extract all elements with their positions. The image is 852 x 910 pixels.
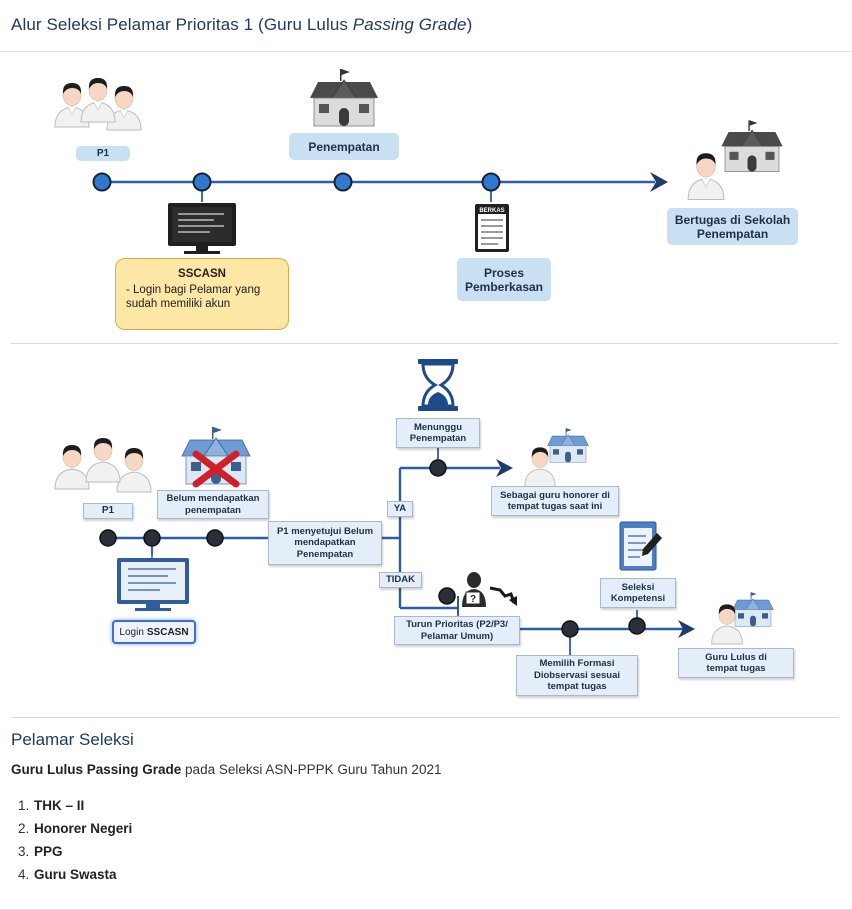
menunggu-label: Menunggu Penempatan bbox=[396, 418, 480, 448]
sscasn-text: - Login bagi Pelamar yang sudah memiliki… bbox=[126, 284, 261, 310]
subtitle-bold: Guru Lulus Passing Grade bbox=[11, 762, 182, 777]
subtitle-rest: pada Seleksi ASN-PPPK Guru Tahun 2021 bbox=[181, 762, 442, 777]
monitor-icon-2 bbox=[117, 558, 189, 611]
login-prefix: Login bbox=[119, 626, 144, 638]
list-label: THK – II bbox=[34, 798, 85, 813]
honorer-label: Sebagai guru honorer di tempat tugas saa… bbox=[491, 486, 619, 516]
teacher-school-icon bbox=[687, 119, 784, 201]
teacher-school-icon-3 bbox=[711, 591, 774, 645]
section-subtitle: Guru Lulus Passing Grade pada Seleksi AS… bbox=[11, 762, 441, 777]
memilih-formasi-label: Memilih Formasi Diobservasi sesuai tempa… bbox=[516, 655, 638, 696]
login-bold: SSCASN bbox=[146, 626, 189, 638]
belum-label: Belum mendapatkan penempatan bbox=[157, 490, 269, 519]
list-label: Guru Swasta bbox=[34, 867, 117, 882]
pelamar-list: 1. THK – II 2. Honorer Negeri 3. PPG 4. Guru… bbox=[18, 796, 132, 888]
title-suffix: ) bbox=[466, 15, 473, 34]
clipboard-pen-icon bbox=[619, 521, 662, 571]
penempatan-label: Penempatan bbox=[289, 133, 399, 160]
section-title: Pelamar Seleksi bbox=[11, 730, 134, 749]
list-label: Honorer Negeri bbox=[34, 821, 133, 836]
turun-prioritas-label: Turun Prioritas (P2/P3/ Pelamar Umum) bbox=[394, 616, 520, 645]
tidak-label: TIDAK bbox=[379, 572, 422, 588]
p1-label: P1 bbox=[76, 146, 130, 161]
list-label: PPG bbox=[34, 844, 63, 859]
divider-2 bbox=[11, 717, 839, 718]
guru-lulus-label: Guru Lulus di tempat tugas bbox=[678, 648, 794, 678]
list-number: 1. bbox=[18, 798, 30, 813]
diagram-2: ? bbox=[54, 359, 774, 655]
list-item: 4. Guru Swasta bbox=[18, 865, 132, 888]
p1-label-2: P1 bbox=[83, 503, 133, 519]
sscasn-title: SSCASN bbox=[178, 268, 226, 280]
list-item: 2. Honorer Negeri bbox=[18, 819, 132, 842]
title-emphasis: Passing Grade bbox=[352, 15, 467, 34]
people-group-icon bbox=[54, 77, 142, 131]
page-title: Alur Seleksi Pelamar Prioritas 1 (Guru L… bbox=[11, 15, 472, 35]
list-number: 3. bbox=[18, 844, 30, 859]
ya-label: YA bbox=[387, 501, 413, 517]
people-group-icon-2 bbox=[54, 437, 152, 493]
page-header: Alur Seleksi Pelamar Prioritas 1 (Guru L… bbox=[0, 0, 852, 52]
school-rejected-icon bbox=[181, 426, 251, 488]
list-item: 1. THK – II bbox=[18, 796, 132, 819]
proses-pemberkasan-label: Proses Pemberkasan bbox=[457, 258, 551, 301]
diagram-1: BERKAS bbox=[54, 68, 784, 254]
seleksi-kompetensi-label: Seleksi Kompetensi bbox=[600, 578, 676, 608]
berkas-label: BERKAS bbox=[479, 208, 504, 214]
p1-menyetujui-label: P1 menyetujui Belum mendapatkan Penempat… bbox=[268, 521, 382, 565]
divider bbox=[11, 343, 839, 344]
list-item: 3. PPG bbox=[18, 842, 132, 865]
bertugas-label: Bertugas di Sekolah Penempatan bbox=[667, 208, 798, 245]
title-text: Alur Seleksi Pelamar Prioritas 1 (Guru L… bbox=[11, 15, 353, 34]
sscasn-box: SSCASN - Login bagi Pelamar yang sudah m… bbox=[115, 258, 289, 330]
trend-down-icon bbox=[489, 586, 517, 606]
list-number: 2. bbox=[18, 821, 30, 836]
monitor-icon bbox=[168, 203, 236, 254]
document-icon: BERKAS bbox=[475, 204, 509, 252]
list-number: 4. bbox=[18, 867, 30, 882]
school-icon bbox=[309, 68, 379, 127]
hourglass-icon bbox=[418, 359, 458, 411]
unknown-person-icon: ? bbox=[462, 572, 486, 607]
svg-text:?: ? bbox=[470, 594, 476, 605]
teacher-school-icon-2 bbox=[524, 427, 589, 488]
